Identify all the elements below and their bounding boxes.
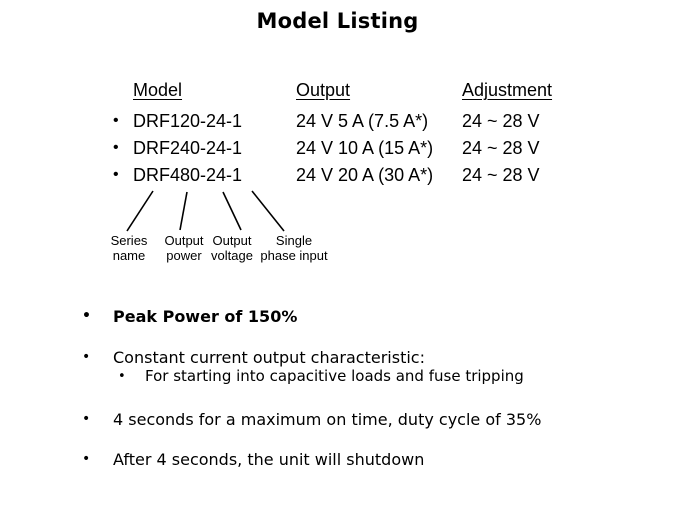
feature-bullet-shutdown: • After 4 seconds, the unit will shutdow…: [82, 450, 657, 469]
bullet-glyph: •: [113, 139, 119, 156]
column-header-adjustment: Adjustment: [462, 80, 553, 100]
feature-bullet-peak-power: • Peak Power of 150%: [82, 307, 657, 326]
callout-label-line: power: [166, 248, 202, 263]
callout-line-output-voltage: [222, 191, 242, 231]
cell-adjustment: 24 ~ 28 V: [462, 138, 540, 158]
bullet-glyph: •: [82, 349, 91, 365]
callout-label-output-power: Output power: [164, 233, 203, 263]
callout-label-output-voltage: Output voltage: [211, 233, 253, 263]
feature-bullet-text: Peak Power of 150%: [113, 307, 298, 326]
callout-label-line: voltage: [211, 248, 253, 263]
callout-label-line: Single: [275, 233, 313, 248]
cell-adjustment: 24 ~ 28 V: [462, 111, 540, 131]
cell-output: 24 V 10 A (15 A*): [296, 138, 434, 158]
cell-output: 24 V 20 A (30 A*): [296, 165, 434, 185]
callout-label-line: Series: [110, 233, 148, 248]
callout-label-line: Output: [164, 233, 204, 248]
callout-label-series-name: Series name: [111, 233, 148, 263]
feature-bullet-duty-cycle: • 4 seconds for a maximum on time, duty …: [82, 410, 657, 429]
cell-adjustment: 24 ~ 28 V: [462, 165, 540, 185]
page-title: Model Listing: [256, 9, 419, 33]
callout-label-line: Output: [212, 233, 252, 248]
feature-bullet-text: 4 seconds for a maximum on time, duty cy…: [113, 410, 542, 429]
bullet-glyph: •: [82, 451, 91, 467]
column-header-output: Output: [296, 80, 351, 100]
cell-model: DRF120-24-1: [133, 111, 243, 131]
callout-line-output-power: [179, 191, 188, 231]
callout-line-phase-input: [251, 190, 285, 232]
feature-bullet-text: Constant current output characteristic:: [113, 348, 425, 367]
feature-subbullet-capacitive-loads: • For starting into capacitive loads and…: [118, 367, 675, 386]
callout-line-series-name: [126, 190, 154, 232]
column-header-model: Model: [133, 80, 183, 100]
feature-bullet-text: After 4 seconds, the unit will shutdown: [113, 450, 425, 469]
feature-subbullet-text: For starting into capacitive loads and f…: [145, 367, 524, 385]
bullet-glyph: •: [82, 308, 91, 324]
callout-label-phase-input: Single phase input: [260, 233, 327, 263]
feature-bullet-constant-current: • Constant current output characteristic…: [82, 348, 657, 367]
bullet-glyph: •: [118, 369, 126, 384]
bullet-glyph: •: [113, 166, 119, 183]
callout-label-line: phase input: [260, 248, 328, 263]
cell-model: DRF240-24-1: [133, 138, 243, 158]
bullet-glyph: •: [113, 112, 119, 129]
callout-label-line: name: [112, 248, 146, 263]
cell-model: DRF480-24-1: [133, 165, 243, 185]
bullet-glyph: •: [82, 411, 91, 427]
cell-output: 24 V 5 A (7.5 A*): [296, 111, 429, 131]
